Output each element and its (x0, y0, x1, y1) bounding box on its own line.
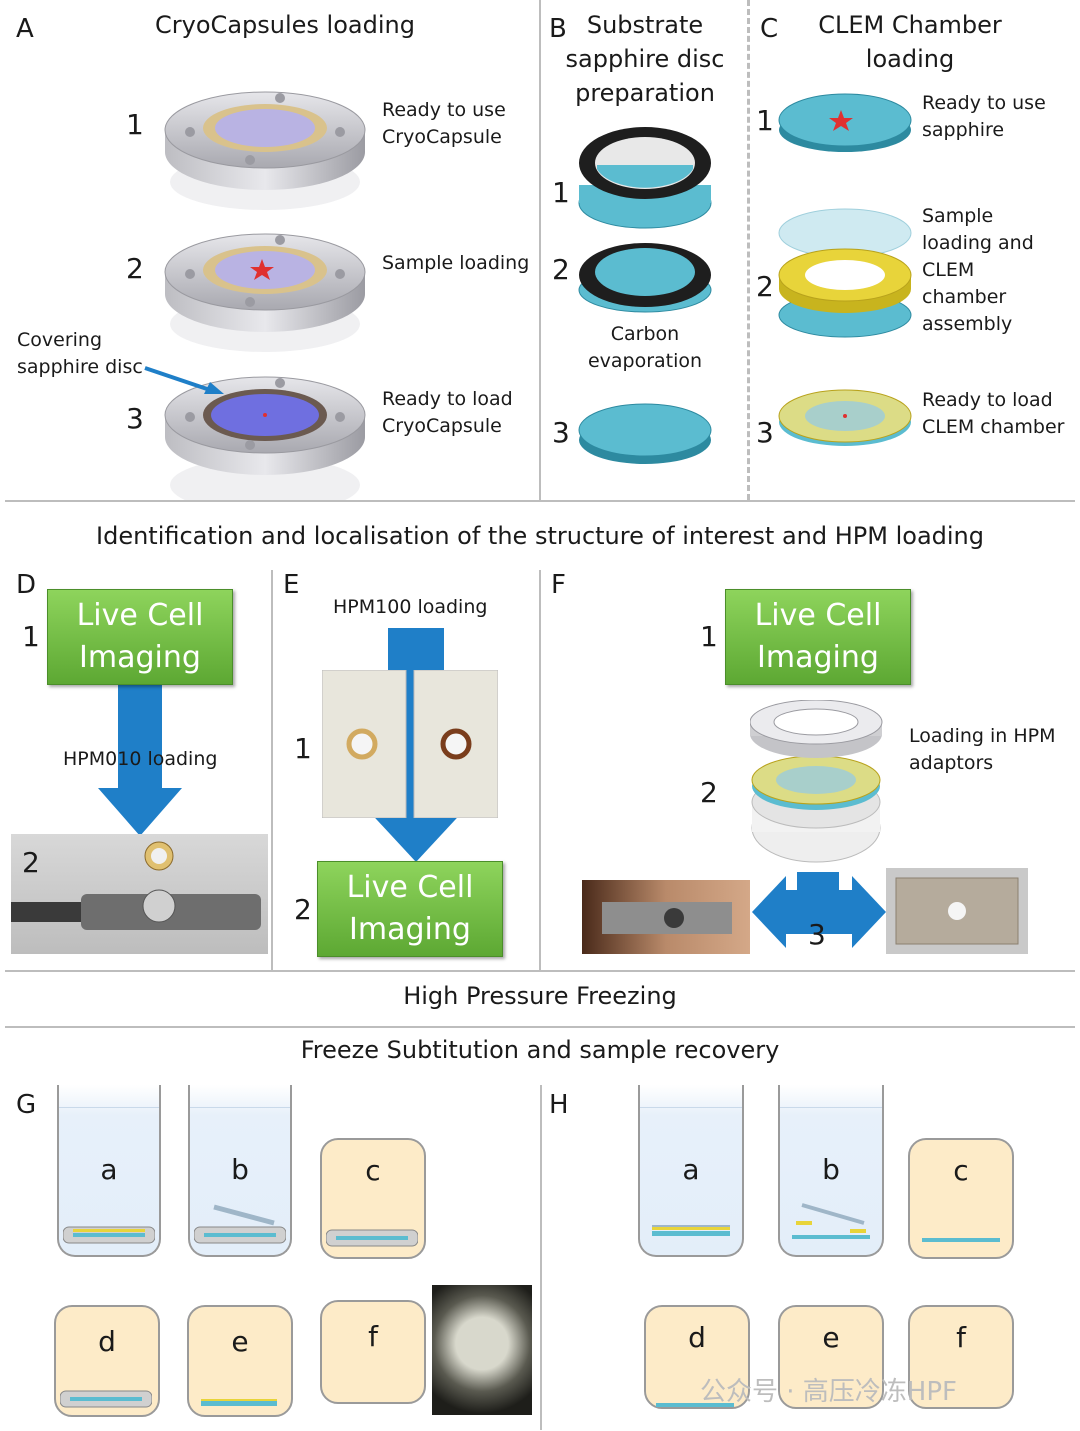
capsule-3 (164, 376, 366, 500)
fs-step-e: e (778, 1305, 884, 1409)
hpm010-loading-label: HPM010 loading (63, 748, 218, 770)
hpm100-adaptor-photo (886, 868, 1028, 954)
star-icon (829, 110, 853, 131)
hpm010-holder-photo (11, 834, 268, 954)
fs-step-d: d (54, 1305, 160, 1417)
disc-c3 (778, 389, 912, 446)
step-number: 1 (700, 620, 718, 653)
divider-gh (540, 1085, 542, 1430)
capsule-1 (164, 91, 366, 210)
step-number: 2 (126, 252, 144, 285)
step-number: 2 (552, 253, 570, 286)
divider-top (5, 500, 1075, 502)
divider-de (271, 570, 273, 972)
fs-step-c: c (320, 1138, 426, 1259)
fs-tube-b: b (778, 1085, 884, 1257)
pointer-arrow-icon (144, 366, 224, 394)
panel-letter-e: E (283, 570, 300, 600)
fs-step-e: e (187, 1305, 293, 1417)
capsule-2 (164, 233, 366, 352)
disc-c2 (778, 208, 912, 338)
panel-letter-b: B (549, 14, 567, 44)
disc-c1 (778, 93, 912, 152)
fs-tube-a: a (638, 1085, 744, 1257)
substrate-disc-illustrations (578, 127, 712, 464)
step-number: 1 (756, 104, 774, 137)
fs-tube-b: b (188, 1085, 292, 1257)
star-icon (250, 259, 274, 280)
panel-letter-d: D (16, 570, 37, 600)
disc-b2 (578, 243, 712, 313)
panel-a-title: CryoCapsules loading (155, 11, 415, 39)
fs-step-f: f (320, 1300, 426, 1404)
divider-bc (747, 0, 750, 500)
step-number: 3 (552, 416, 570, 449)
cryocapsule-illustrations (164, 91, 366, 500)
step-number: 2 (294, 893, 312, 926)
step-number: 1 (22, 620, 40, 653)
section-title-fs: Freeze Subtitution and sample recovery (300, 1036, 780, 1064)
panel-letter-a: A (16, 14, 34, 44)
recovered-sample-photo (432, 1285, 532, 1415)
step-number: 3 (126, 402, 144, 435)
step-number: 2 (700, 776, 718, 809)
split-arrow-icon (752, 872, 886, 948)
divider-ab (539, 0, 541, 500)
section-title-identification: Identification and localisation of the s… (96, 522, 984, 550)
disc-b3 (578, 403, 712, 464)
hpm100-loading-label: HPM100 loading (333, 596, 488, 618)
panel-letter-f: F (551, 570, 566, 600)
divider-hpf (5, 1026, 1075, 1028)
step-number: 1 (126, 108, 144, 141)
divider-ef (539, 570, 541, 972)
hpm-adaptor-illustration (750, 700, 883, 863)
hpm100-carriers-photo (321, 669, 499, 819)
panel-letter-c: C (760, 14, 779, 44)
fs-step-f: f (908, 1305, 1014, 1409)
disc-b1 (578, 127, 712, 229)
step-number: 3 (756, 416, 774, 449)
step-number: 1 (294, 732, 312, 765)
fs-step-d: d (644, 1305, 750, 1409)
hpm010-adaptor-photo (582, 880, 750, 954)
divider-mid (5, 970, 1075, 972)
section-title-hpf: High Pressure Freezing (403, 982, 677, 1010)
watermark: 公众号 · 高压冷冻HPF (700, 1377, 957, 1407)
step-caption: Sample loading (382, 252, 530, 274)
panel-letter-h: H (549, 1090, 569, 1120)
fs-tube-a: a (57, 1085, 161, 1257)
down-arrow-icon (98, 680, 182, 836)
step-number: 2 (22, 846, 40, 879)
panel-letter-g: G (16, 1090, 37, 1120)
fs-step-c: c (908, 1138, 1014, 1259)
step-number: 3 (808, 918, 826, 951)
clem-chamber-illustrations (778, 93, 912, 446)
sapphire-strip (656, 1403, 734, 1407)
step-number: 2 (756, 270, 774, 303)
step-number: 1 (552, 176, 570, 209)
